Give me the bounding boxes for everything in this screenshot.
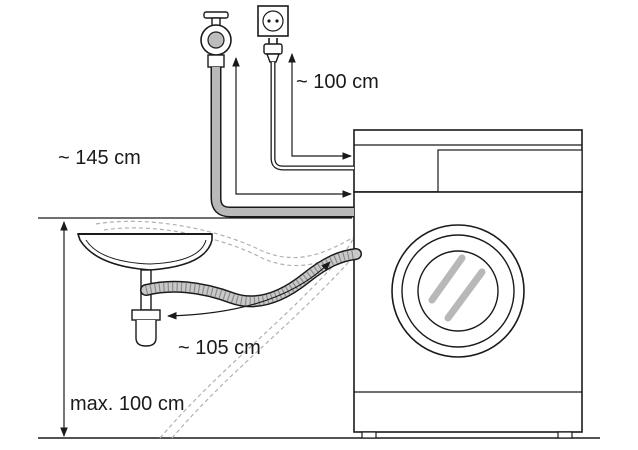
max-drain-height-label: max. 100 cm: [70, 393, 184, 415]
foot-left: [361, 431, 377, 439]
inlet-hose-length-arrow: [232, 57, 352, 198]
inlet-hose-length-label: ~ 145 cm: [58, 147, 141, 169]
sink: [76, 233, 213, 271]
siphon: [131, 269, 161, 347]
power-plug: [263, 38, 283, 63]
door-glass: [417, 250, 499, 332]
water-tap: [200, 11, 232, 68]
detergent-drawer: [437, 149, 583, 193]
power-cable-length-label: ~ 100 cm: [296, 71, 379, 93]
washing-machine: [353, 129, 583, 439]
drain-hose-length-label: ~ 105 cm: [178, 337, 261, 359]
foot-right: [557, 431, 573, 439]
power-cable-length-arrow: [288, 53, 352, 160]
glass-reflection: [428, 254, 486, 322]
drain-hose-length-arrow: [167, 261, 331, 320]
power-socket: [257, 5, 289, 37]
